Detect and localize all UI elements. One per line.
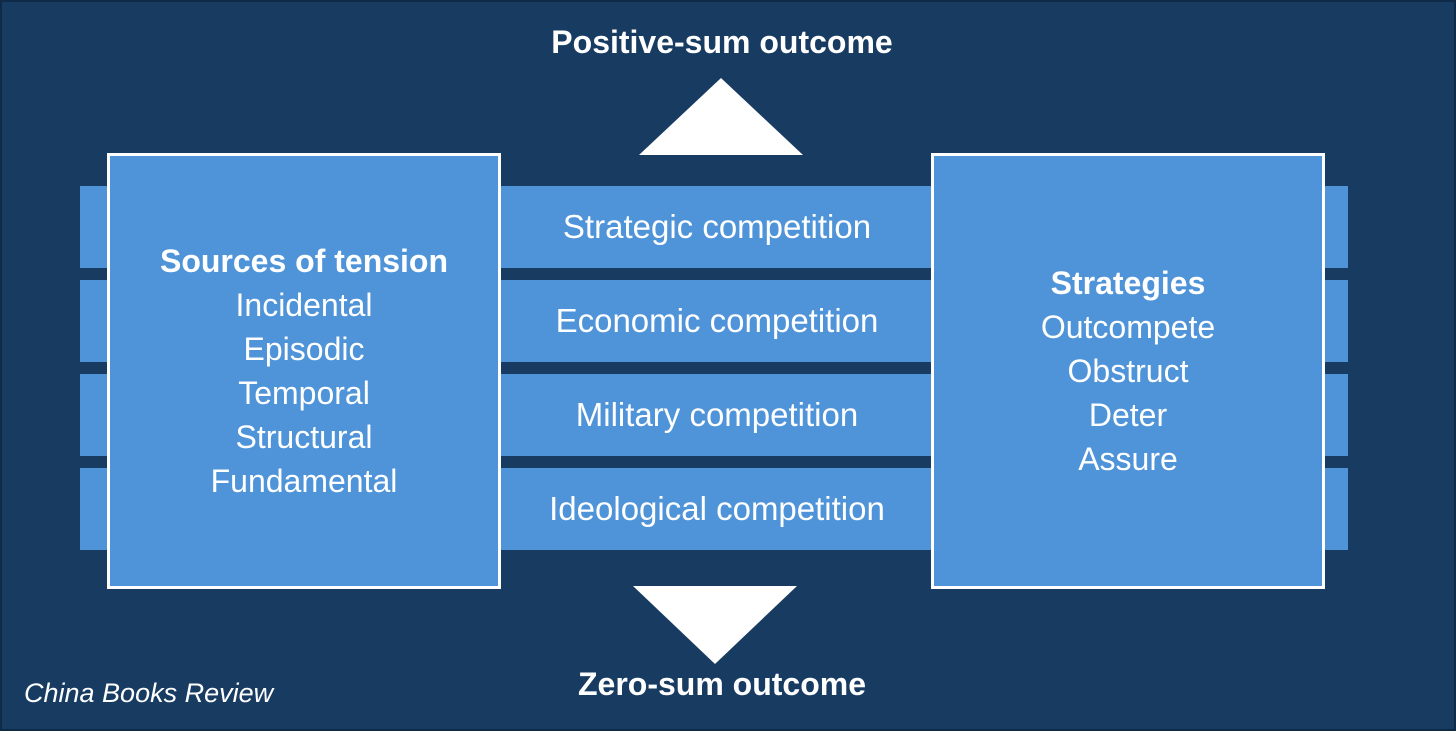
strategy-item: Deter <box>1088 397 1168 433</box>
source-item: Fundamental <box>210 463 398 499</box>
source-item: Incidental <box>235 287 373 323</box>
competition-label-strategic: Strategic competition <box>562 208 872 245</box>
strategy-item: Outcompete <box>1040 309 1216 345</box>
sources-title: Sources of tension <box>159 243 449 279</box>
competition-label-economic: Economic competition <box>555 302 879 339</box>
strategies-box: Strategies Outcompete Obstruct Deter Ass… <box>931 153 1325 589</box>
strategy-item: Obstruct <box>1067 353 1189 389</box>
publication-credit: China Books Review <box>24 678 274 708</box>
source-item: Episodic <box>243 331 365 367</box>
down-arrow-icon <box>633 586 797 664</box>
positive-sum-outcome-label: Positive-sum outcome <box>551 24 893 60</box>
up-arrow-icon <box>639 78 803 155</box>
strategy-item: Assure <box>1078 441 1178 477</box>
competition-label-military: Military competition <box>575 396 859 433</box>
strategies-title: Strategies <box>1050 265 1206 301</box>
source-item: Structural <box>235 419 373 455</box>
zero-sum-outcome-label: Zero-sum outcome <box>577 666 867 702</box>
sources-of-tension-box: Sources of tension Incidental Episodic T… <box>107 153 501 589</box>
source-item: Temporal <box>238 375 370 411</box>
competition-label-ideological: Ideological competition <box>549 490 885 527</box>
